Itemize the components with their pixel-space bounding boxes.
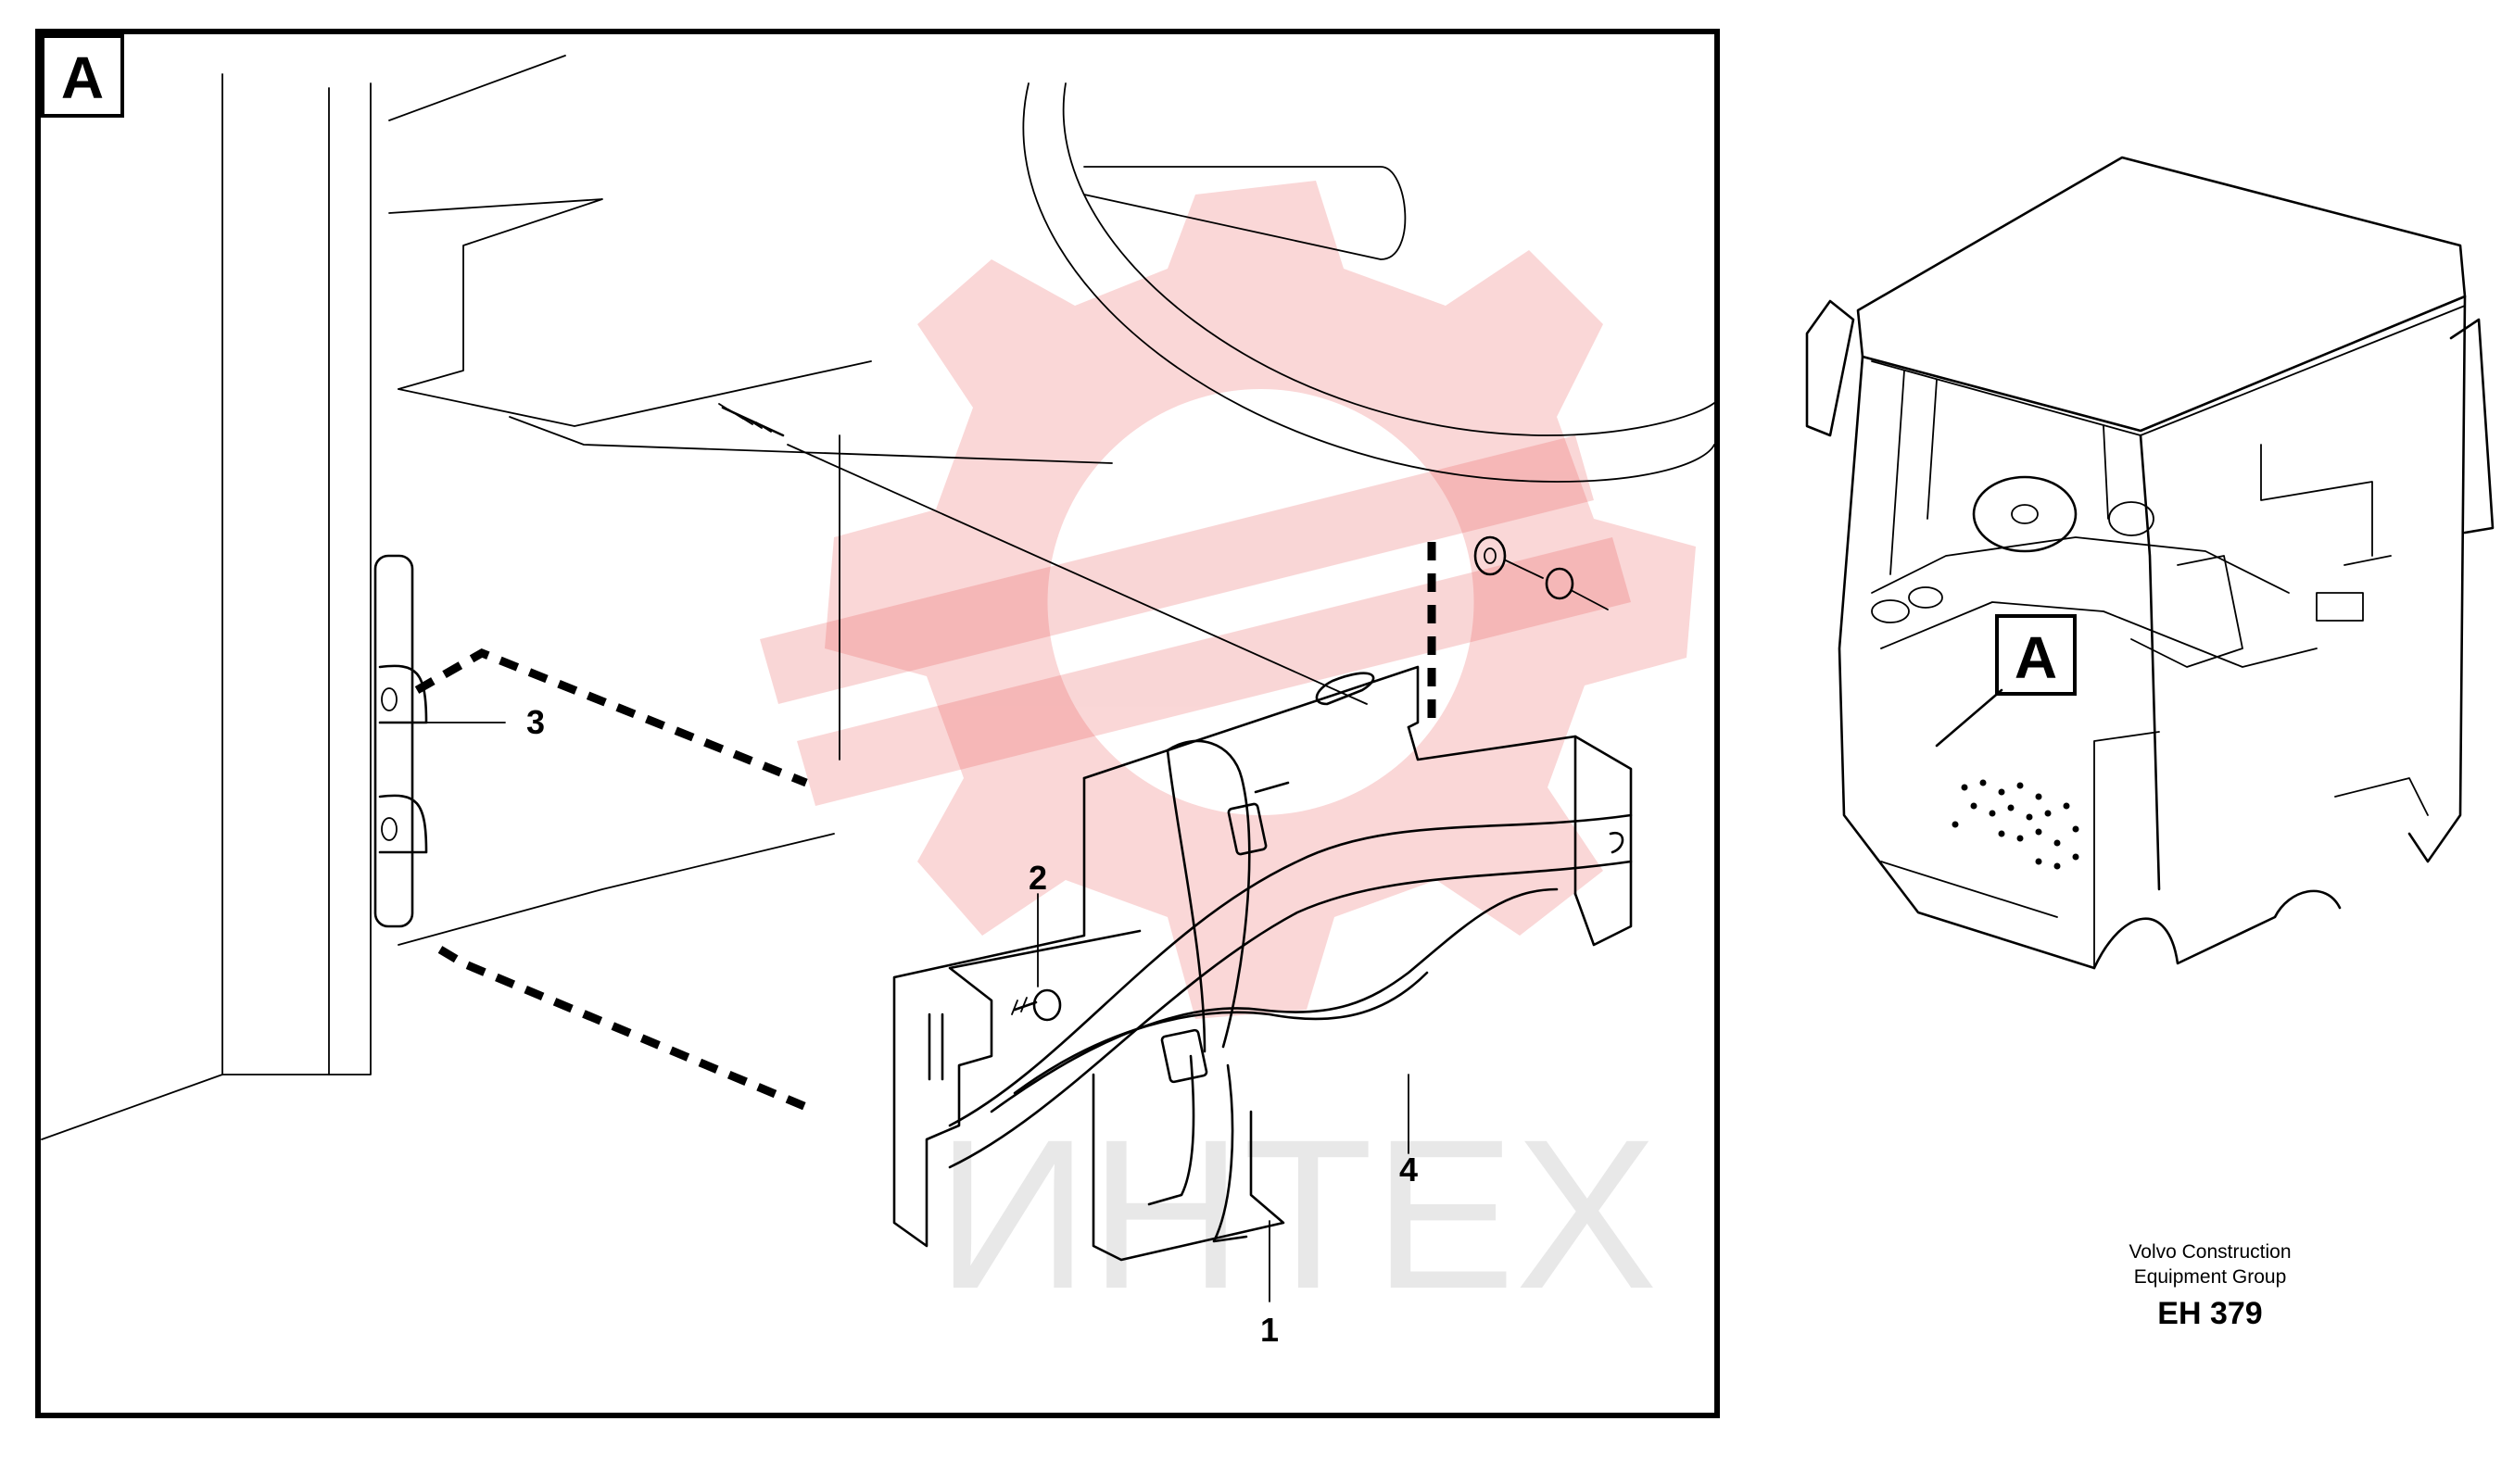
watermark-gear-icon — [825, 181, 1696, 1019]
detail-view-a: A — [35, 29, 1720, 1418]
credit-line-1: Volvo Construction — [2129, 1241, 2292, 1263]
callout-4: 4 — [1399, 1151, 1418, 1188]
detail-frame — [35, 29, 1720, 1418]
callout-2: 2 — [1029, 859, 1047, 897]
retaining-strap — [948, 739, 1633, 1243]
callout-1: 1 — [1260, 1311, 1279, 1349]
washer-and-nut — [1473, 535, 1609, 610]
watermark-text: ИНТЕХ — [936, 1095, 1658, 1333]
cab-overview: A — [1805, 156, 2495, 970]
callout-3: 3 — [526, 703, 545, 741]
watermark-stripes — [760, 435, 1631, 806]
detail-marker-box — [1995, 614, 2077, 696]
screw — [1011, 988, 1062, 1022]
stud-bolt — [718, 403, 1368, 705]
drawing-code: EH 379 — [2157, 1296, 2263, 1331]
view-letter: A — [61, 44, 104, 111]
floor-vents — [1952, 779, 2079, 870]
cab-structure-lines — [41, 55, 1715, 1140]
mounting-outline-dashed — [414, 542, 1436, 1112]
leader-lines — [425, 722, 1409, 1302]
holder-bracket — [892, 665, 1633, 1262]
watermark: ИНТЕХ — [760, 181, 1696, 1333]
credit-block: Volvo Construction Equipment Group EH 37… — [2039, 1239, 2381, 1334]
view-letter-box — [41, 34, 124, 118]
detail-marker-arrow — [1935, 688, 2003, 748]
credit-line-2: Equipment Group — [2133, 1266, 2287, 1288]
detail-marker-letter: A — [2015, 624, 2057, 691]
